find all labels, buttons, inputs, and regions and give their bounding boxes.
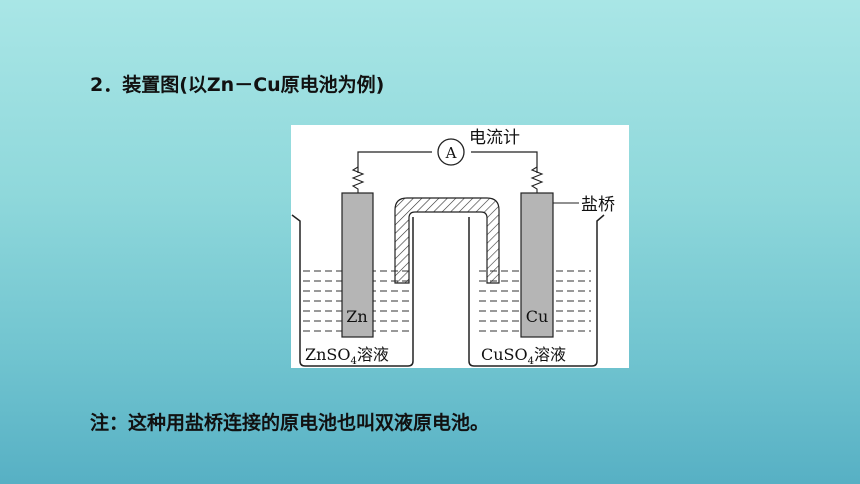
right-spring (530, 166, 544, 193)
ammeter-symbol: A (445, 144, 457, 162)
ammeter-icon (437, 138, 465, 166)
left-spring (351, 166, 365, 193)
left-beaker-liquid (303, 270, 409, 332)
galvanic-cell-diagram: A 电流计 盐桥 (291, 125, 629, 368)
salt-bridge-label: 盐桥 (581, 195, 615, 215)
ammeter-label: 电流计 (469, 128, 520, 148)
left-beaker (291, 214, 414, 367)
external-circuit-wire (357, 151, 538, 173)
left-solution-label: ZnSO4溶液 (305, 345, 389, 367)
right-solution-label: CuSO4溶液 (481, 345, 566, 367)
section-heading: 2．装置图(以Zn－Cu原电池为例) (90, 74, 385, 96)
copper-electrode (520, 192, 554, 338)
note-text: 注：这种用盐桥连接的原电池也叫双液原电池。 (90, 412, 490, 434)
right-beaker (468, 214, 605, 367)
copper-label: Cu (526, 307, 549, 326)
zinc-electrode (341, 192, 374, 338)
zinc-label: Zn (346, 307, 367, 326)
salt-bridge (394, 197, 500, 284)
